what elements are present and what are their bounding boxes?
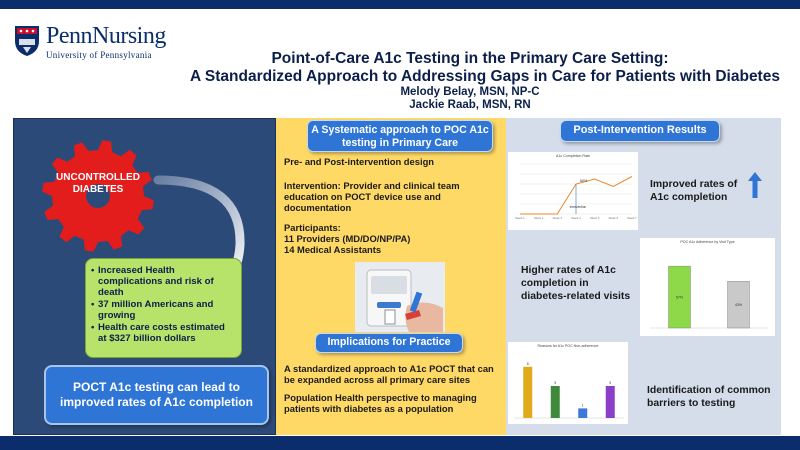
chart1-svg: Week 1 Week 2 Week 3 Week 4 Week 5 Week 6 Week… bbox=[515, 163, 637, 220]
risk-item-1: Increased Health complications and risk … bbox=[91, 265, 236, 298]
logo-name: PennNursing bbox=[46, 23, 166, 49]
chart1-tick-label: Week 4 bbox=[571, 216, 581, 220]
conclusion-box: POCT A1c testing can lead to improved ra… bbox=[44, 365, 269, 425]
risk-item-3: Health care costs estimated at $327 bill… bbox=[91, 322, 236, 344]
chart2-bar bbox=[727, 281, 750, 329]
non-adherence-reasons-chart: Reasons for A1c POC Non-adherence 8 5 1 5 bbox=[508, 342, 628, 424]
chart3-bar bbox=[605, 386, 615, 418]
systematic-approach-header: A Systematic approach to POC A1c testing… bbox=[307, 120, 493, 152]
top-bar bbox=[0, 0, 800, 9]
participants-block: Participants: 11 Providers (MD/DO/NP/PA)… bbox=[284, 222, 504, 255]
gear-icon bbox=[42, 140, 154, 252]
gear-label: UNCONTROLLED DIABETES bbox=[56, 172, 140, 195]
chart1-tick-label: Week 1 bbox=[515, 216, 525, 220]
chart3-data-label: 5 bbox=[554, 381, 556, 385]
bottom-bar bbox=[0, 436, 800, 450]
chart1-annotation-intervention: Intervention bbox=[570, 205, 587, 209]
chart1-tick-label: Week 2 bbox=[534, 216, 544, 220]
logo-university: University of Pennsylvania bbox=[46, 50, 152, 60]
participants-assistants: 14 Medical Assistants bbox=[284, 244, 382, 255]
participants-label: Participants: bbox=[284, 222, 341, 233]
penn-nursing-logo: PennNursing University of Pennsylvania bbox=[14, 23, 189, 63]
implications-header: Implications for Practice bbox=[315, 333, 463, 353]
chart2-svg: 57% 43% bbox=[650, 265, 768, 329]
poc-device-image bbox=[355, 262, 445, 332]
chart2-bar bbox=[668, 265, 691, 329]
chart3-title: Reasons for A1c POC Non-adherence bbox=[537, 344, 599, 348]
title-line-2: A Standardized Approach to Addressing Ga… bbox=[190, 68, 780, 85]
chart1-tick-label: Week 3 bbox=[553, 216, 563, 220]
chart3-bar bbox=[550, 386, 560, 418]
gear-hole bbox=[86, 184, 110, 208]
intervention-text: Intervention: Provider and clinical team… bbox=[284, 180, 460, 213]
risks-list: Increased Health complications and risk … bbox=[85, 258, 242, 358]
result-improved-rates: Improved rates of A1c completion bbox=[650, 179, 738, 203]
poster-title: Point-of-Care A1c Testing in the Primary… bbox=[190, 50, 780, 112]
implication-2: Population Health perspective to managin… bbox=[284, 392, 477, 414]
chart2-title: POC A1c Adherence by Visit Type bbox=[680, 240, 735, 244]
chart3-bar bbox=[523, 366, 533, 418]
chart1-title: A1c Completion Rate bbox=[556, 154, 590, 158]
up-arrow-icon bbox=[748, 172, 762, 198]
penn-shield-icon bbox=[15, 26, 39, 56]
chart1-annotation-value: 60% bbox=[580, 179, 588, 183]
adherence-by-visit-chart: POC A1c Adherence by Visit Type 57% 43% bbox=[640, 238, 775, 336]
chart2-data-label: 57% bbox=[676, 296, 684, 300]
author-2: Jackie Raab, MSN, RN bbox=[409, 99, 531, 111]
risk-item-2: 37 million Americans and growing bbox=[91, 299, 236, 321]
chart3-data-label: 1 bbox=[582, 403, 584, 407]
chart3-data-label: 5 bbox=[609, 381, 611, 385]
title-line-1: Point-of-Care A1c Testing in the Primary… bbox=[271, 50, 669, 67]
chart1-tick-label: Week 6 bbox=[609, 216, 619, 220]
chart3-data-label: 8 bbox=[527, 362, 529, 366]
post-intervention-header: Post-Intervention Results bbox=[560, 120, 720, 142]
participants-providers: 11 Providers (MD/DO/NP/PA) bbox=[284, 233, 411, 244]
chart3-svg: 8 5 1 5 bbox=[514, 362, 624, 419]
chart2-data-label: 43% bbox=[735, 303, 743, 307]
chart1-tick-label: Week 5 bbox=[590, 216, 600, 220]
result-barriers: Identification of common barriers to tes… bbox=[647, 385, 771, 409]
chart3-bar bbox=[578, 408, 588, 418]
chart1-tick-label: Week 7 bbox=[627, 216, 637, 220]
design-text: Pre- and Post-intervention design bbox=[284, 156, 435, 167]
result-higher-rates: Higher rates of A1c completion in diabet… bbox=[521, 265, 631, 302]
author-1: Melody Belay, MSN, NP-C bbox=[400, 86, 540, 98]
implication-1: A standardized approach to A1c POCT that… bbox=[284, 363, 494, 385]
